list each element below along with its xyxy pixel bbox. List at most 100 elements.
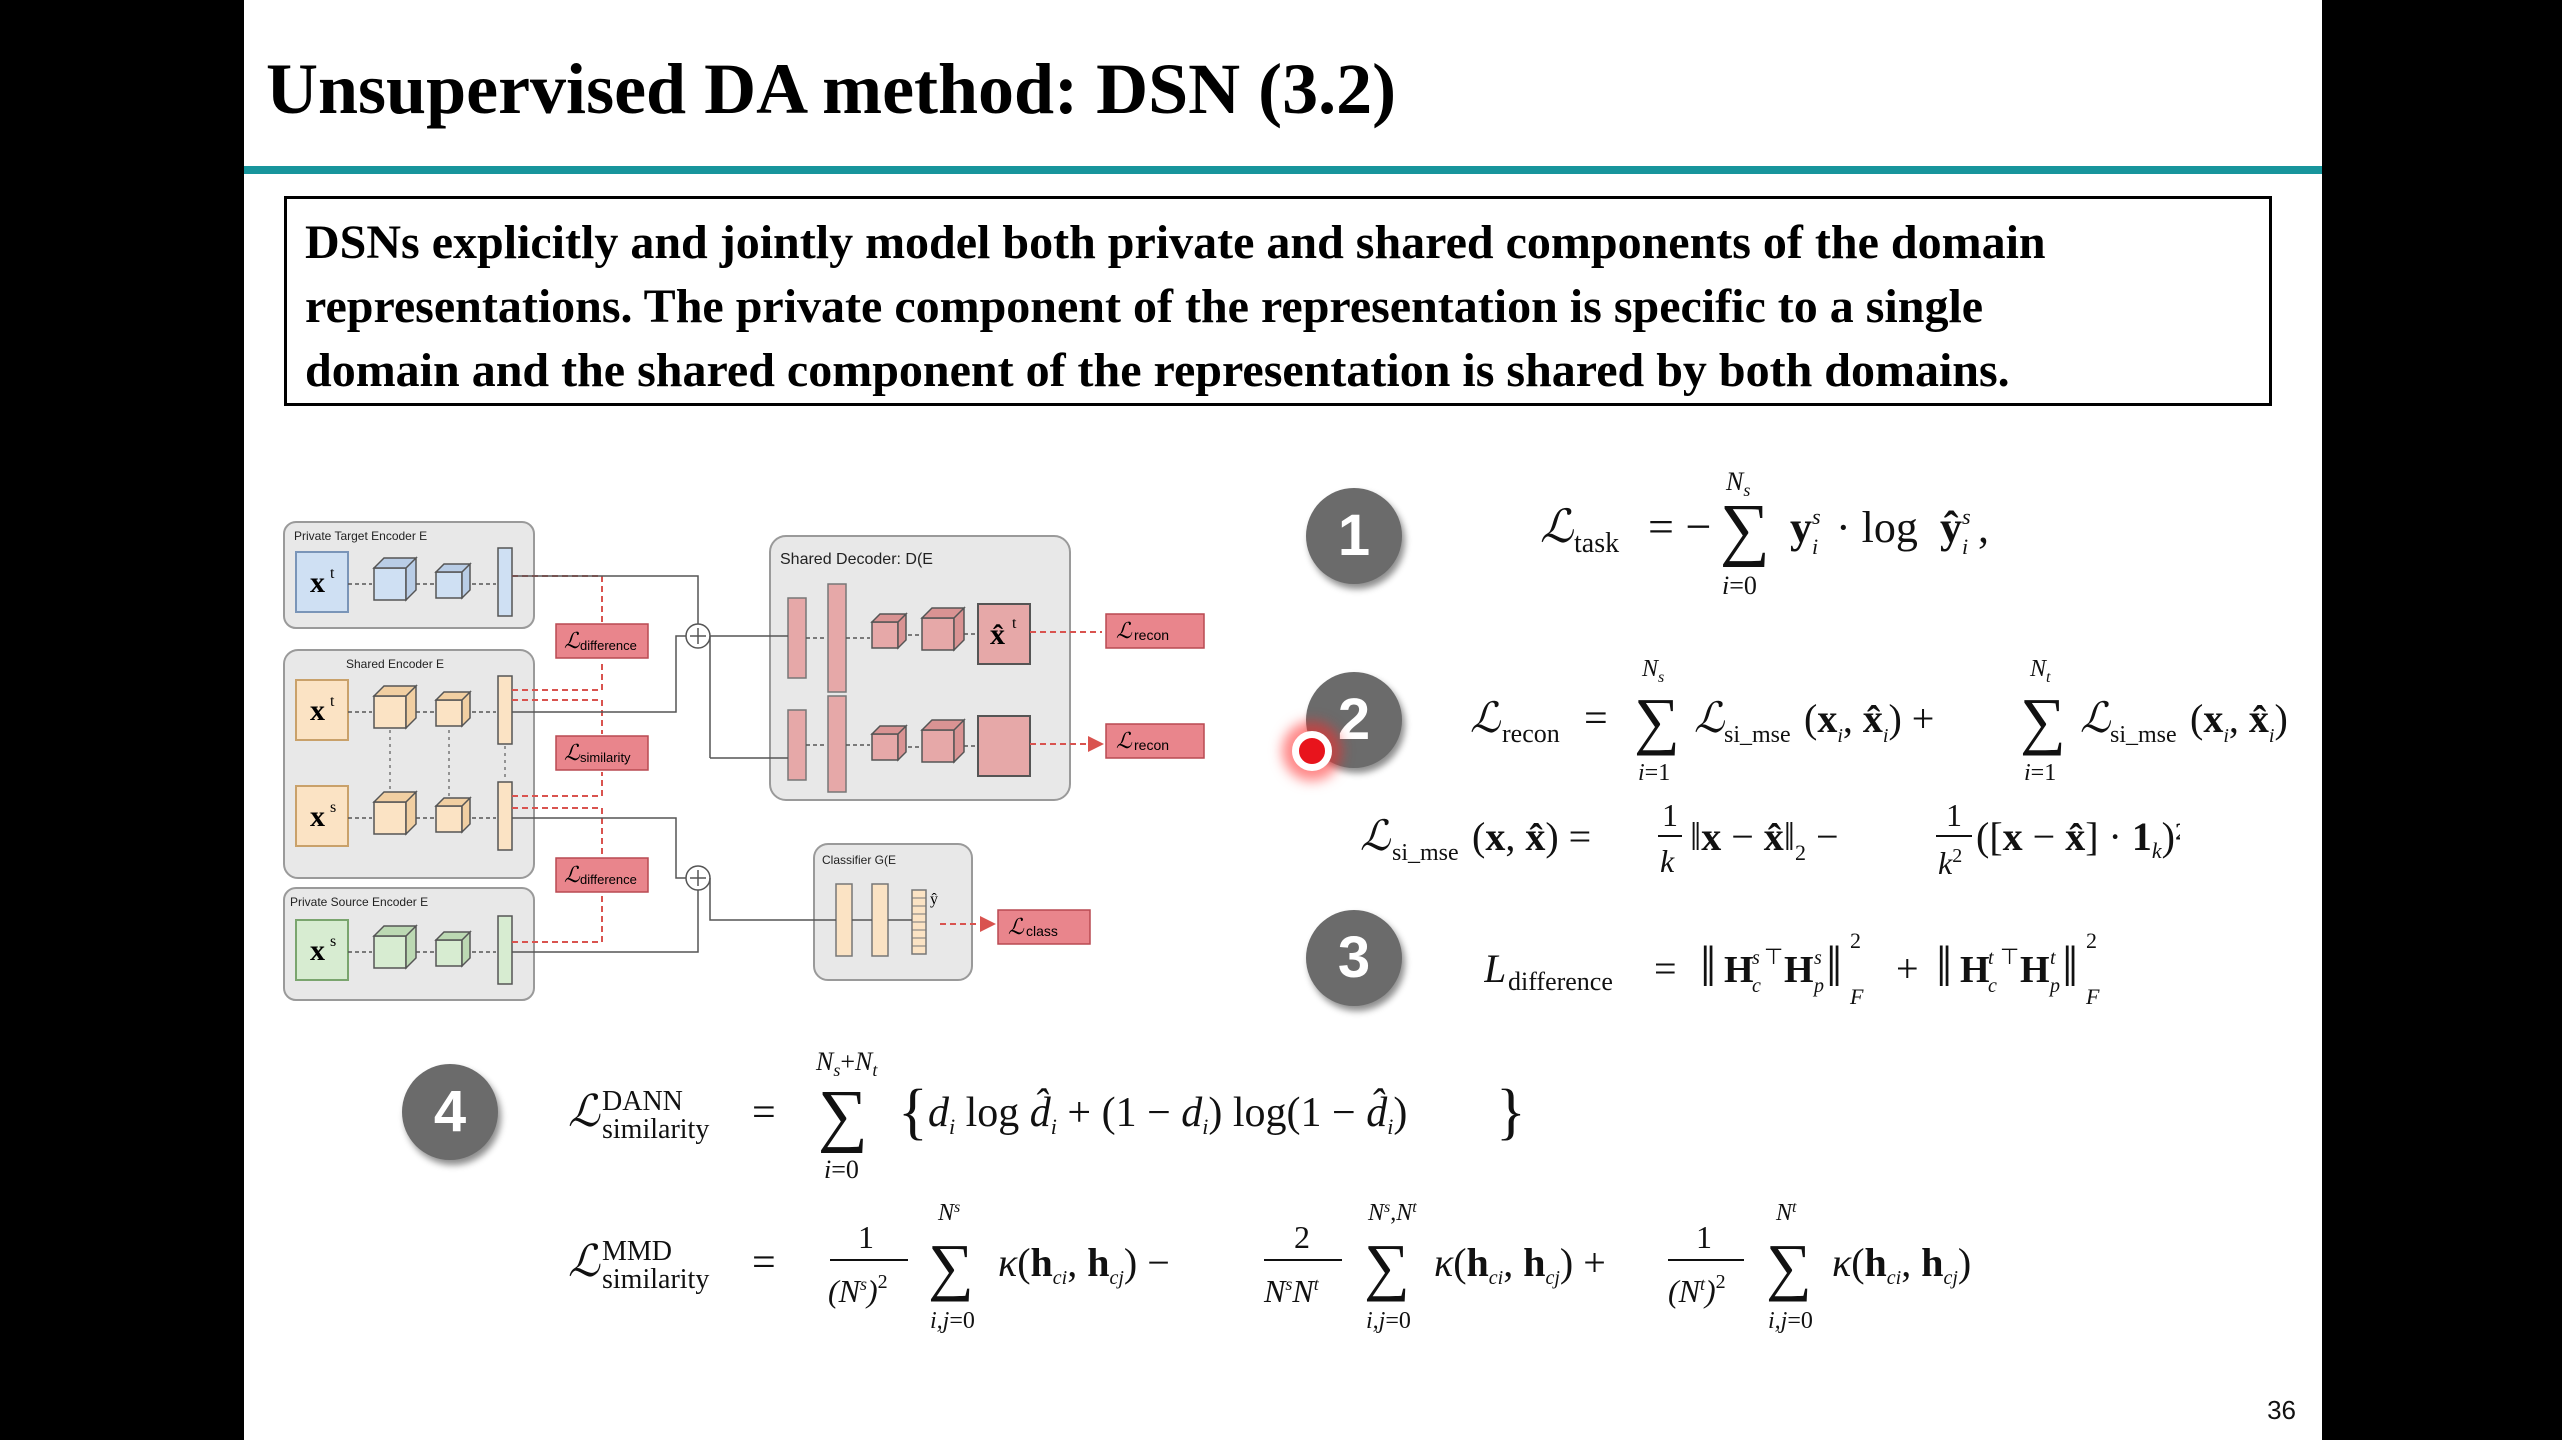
svg-text:‖: ‖ xyxy=(1936,934,1952,999)
svg-text:H: H xyxy=(2020,949,2050,991)
svg-text:{: { xyxy=(898,1078,928,1146)
svg-text:(x, x̂) =: (x, x̂) = xyxy=(1472,814,1591,859)
dsn-architecture-diagram: Private Target Encoder E x t Shared Enco… xyxy=(283,521,1205,1001)
svg-text:ℒ: ℒ xyxy=(1540,501,1574,552)
svg-text:2: 2 xyxy=(1294,1219,1310,1255)
svg-text:⊤: ⊤ xyxy=(1764,944,1783,969)
svg-text:NsNt: NsNt xyxy=(1263,1273,1320,1309)
title-divider xyxy=(244,166,2322,174)
difference-bottom-label: difference xyxy=(580,872,637,887)
svg-text:ℒ: ℒ xyxy=(568,1237,601,1286)
svg-text:i=0: i=0 xyxy=(824,1155,859,1184)
svg-text:(xi, x̂i) +: (xi, x̂i) + xyxy=(1804,696,1934,747)
svg-text:ℒ: ℒ xyxy=(564,862,581,887)
pointer-highlight xyxy=(1292,731,1332,771)
recon-loss-equation: ℒ recon = Ns ∑ i=1 ℒ si_mse (xi, x̂i) + … xyxy=(1470,652,2322,800)
svg-text:‖: ‖ xyxy=(2062,934,2078,999)
callout-line-2: representations. The private component o… xyxy=(305,280,1984,333)
svg-text:i=1: i=1 xyxy=(1638,760,1670,786)
svg-text:p: p xyxy=(1812,975,1824,997)
private-source-encoder: Private Source Encoder E x s xyxy=(283,887,535,1001)
svg-text:t: t xyxy=(330,693,335,710)
svg-text:= −: = − xyxy=(1648,501,1711,552)
svg-text:1: 1 xyxy=(1696,1219,1712,1255)
svg-text:⊤: ⊤ xyxy=(2000,944,2019,969)
shared-decoder-label: Shared Decoder: D(E xyxy=(780,551,933,568)
svg-text:Nt: Nt xyxy=(2029,656,2051,686)
svg-text:p: p xyxy=(2048,975,2060,997)
dann-subscript: similarity xyxy=(602,1114,709,1145)
difference-loss-equation: L difference = ‖ H s c ⊤ H s p ‖ 2 F + ‖… xyxy=(1483,920,2184,1026)
class-label: class xyxy=(1026,923,1058,939)
recon-bottom-label: recon xyxy=(1134,737,1169,753)
svg-text:i,j=0: i,j=0 xyxy=(1366,1308,1411,1334)
svg-text:2: 2 xyxy=(2086,928,2097,953)
svg-text:=: = xyxy=(752,1240,776,1286)
svg-text:k2: k2 xyxy=(1938,845,1962,881)
svg-text:,: , xyxy=(1978,503,1989,552)
svg-text:ℒ: ℒ xyxy=(2080,696,2111,742)
svg-text:Ns: Ns xyxy=(1641,656,1664,686)
svg-text:ℒ: ℒ xyxy=(1360,814,1391,860)
svg-text:‖: ‖ xyxy=(1826,934,1842,999)
svg-text:∑: ∑ xyxy=(1720,491,1770,568)
svg-text:s: s xyxy=(330,799,336,816)
svg-text:Ns: Ns xyxy=(937,1199,960,1226)
dann-similarity-equation: ℒ DANN similarity = Ns+Nt ∑ i=0 { di log… xyxy=(568,1040,1588,1200)
shared-encoder-label: Shared Encoder E xyxy=(346,657,444,671)
recon-loss-bottom: ℒ recon xyxy=(1105,723,1205,759)
similarity-loss: ℒ similarity xyxy=(555,735,649,771)
svg-text:2: 2 xyxy=(1850,928,1861,953)
svg-text:Ns,Nt: Ns,Nt xyxy=(1367,1199,1417,1226)
svg-text:∑: ∑ xyxy=(1364,1231,1410,1302)
svg-text:1: 1 xyxy=(1662,797,1678,833)
step-badge-1: 1 xyxy=(1306,488,1402,584)
svg-text:=: = xyxy=(752,1090,776,1136)
svg-text:t: t xyxy=(2050,947,2056,969)
slide: Unsupervised DA method: DSN (3.2) DSNs e… xyxy=(244,0,2322,1440)
callout-line-3: domain and the shared component of the r… xyxy=(305,344,2010,397)
mmd-superscript: MMD xyxy=(602,1236,672,1267)
svg-text:i=0: i=0 xyxy=(1722,571,1757,600)
svg-text:‖x − x̂‖2 −: ‖x − x̂‖2 − xyxy=(1690,814,1839,865)
classifier: Classifier G(E ŷ xyxy=(709,843,973,981)
private-target-encoder-label: Private Target Encoder E xyxy=(294,529,427,543)
definition-callout: DSNs explicitly and jointly model both p… xyxy=(284,196,2272,406)
svg-text:c: c xyxy=(1752,975,1761,997)
svg-text:ℒ: ℒ xyxy=(1008,914,1025,939)
callout-line-1: DSNs explicitly and jointly model both p… xyxy=(305,216,2046,269)
svg-text:}: } xyxy=(1496,1078,1526,1146)
svg-text:t: t xyxy=(1988,947,1994,969)
svg-text:x: x xyxy=(310,934,325,967)
svg-text:Ns+Nt: Ns+Nt xyxy=(815,1047,878,1080)
recon-output-label: x̂ xyxy=(990,618,1005,651)
svg-text:i,j=0: i,j=0 xyxy=(1768,1308,1813,1334)
page-number: 36 xyxy=(2267,1395,2296,1425)
svg-text:1: 1 xyxy=(1946,797,1962,833)
svg-text:∑: ∑ xyxy=(928,1231,974,1302)
si-mse-equation: ℒ si_mse (x, x̂) = 1 k ‖x − x̂‖2 − 1 k2 … xyxy=(1360,790,2197,900)
svg-text:Nt: Nt xyxy=(1775,1199,1797,1226)
step-badge-3: 3 xyxy=(1306,910,1402,1006)
recon-loss-top: ℒ recon xyxy=(1105,613,1205,649)
svg-text:ℒ: ℒ xyxy=(1470,696,1501,742)
svg-text:(xi, x̂i): (xi, x̂i) xyxy=(2190,696,2288,747)
svg-text:ŷ: ŷ xyxy=(930,891,938,908)
svg-text:∑: ∑ xyxy=(1766,1231,1812,1302)
svg-text:κ(hci, hcj) −: κ(hci, hcj) − xyxy=(998,1240,1170,1289)
shared-encoder: Shared Encoder E x t x s xyxy=(283,649,535,879)
task-subscript: task xyxy=(1574,528,1619,559)
shared-decoder: Shared Decoder: D(E x̂ t xyxy=(709,535,1071,801)
svg-text:ℒ: ℒ xyxy=(564,740,581,765)
svg-text:κ(hci, hcj): κ(hci, hcj) xyxy=(1832,1240,1971,1289)
svg-text:s: s xyxy=(1962,504,1971,529)
svg-text:H: H xyxy=(1724,949,1754,991)
svg-text:c: c xyxy=(1988,975,1997,997)
svg-text:H: H xyxy=(1960,949,1990,991)
svg-text:([x − x̂] · 1k)²,: ([x − x̂] · 1k)², xyxy=(1976,814,2180,863)
difference-top-label: difference xyxy=(580,638,637,653)
svg-text:∑: ∑ xyxy=(2020,685,2066,756)
dann-superscript: DANN xyxy=(602,1086,683,1117)
svg-text:di log d̂i + (1 − di) log(1: di log d̂i + (1 − di) log(1 − d̂i) xyxy=(928,1087,1407,1139)
svg-text:(Ns)2: (Ns)2 xyxy=(828,1271,888,1309)
